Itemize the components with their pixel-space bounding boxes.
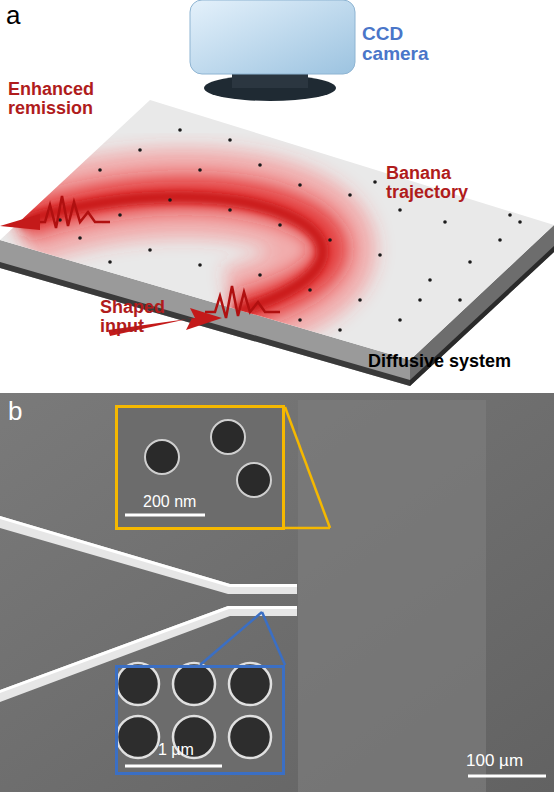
callout-label: Enhanced remission — [8, 80, 130, 118]
callout-label: Banana trajectory — [386, 164, 480, 202]
panel-letter: a — [6, 2, 46, 29]
diffusive-slab — [0, 100, 554, 386]
callout-label: Diffusive system — [368, 352, 554, 371]
scale-label: 100 µm — [466, 752, 554, 770]
device-label: CCD camera — [362, 24, 436, 64]
zoom-inset: 200 nm — [115, 405, 285, 530]
light-pulses — [0, 196, 280, 336]
callout-label: Shaped input — [100, 298, 172, 336]
scale-label: 200 nm — [143, 494, 196, 511]
panel-letter: b — [8, 398, 48, 425]
ccd-camera — [190, 0, 355, 101]
scale-label: 1 µm — [158, 742, 194, 759]
sem-image — [0, 393, 554, 792]
zoom-inset: 1 µm — [115, 665, 285, 775]
